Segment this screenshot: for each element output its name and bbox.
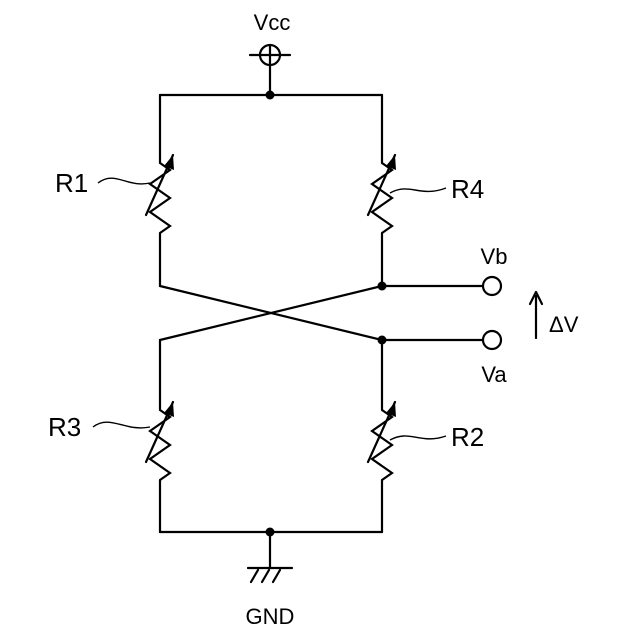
vcc-terminal <box>250 45 290 95</box>
r3-label-leader <box>93 422 150 428</box>
va-terminal <box>483 331 501 349</box>
ground-hatch-3 <box>273 570 280 582</box>
r1-label-leader <box>98 178 150 184</box>
r4-label-leader <box>390 188 446 193</box>
top-junction-dot <box>266 91 275 100</box>
vcc-label: Vcc <box>254 10 291 35</box>
delta-v-label: ΔV <box>549 312 579 337</box>
r3-label: R3 <box>48 412 81 442</box>
vb-terminal <box>483 277 501 295</box>
ground-hatch-1 <box>251 570 258 582</box>
r4-label: R4 <box>451 174 484 204</box>
ground-hatch-2 <box>262 570 269 582</box>
va-label: Va <box>481 362 507 387</box>
r2-label-leader <box>390 436 446 440</box>
ground-symbol <box>248 532 292 582</box>
vb-label: Vb <box>481 244 508 269</box>
r2-label: R2 <box>451 422 484 452</box>
r1-label: R1 <box>55 168 88 198</box>
gnd-label: GND <box>246 604 295 629</box>
